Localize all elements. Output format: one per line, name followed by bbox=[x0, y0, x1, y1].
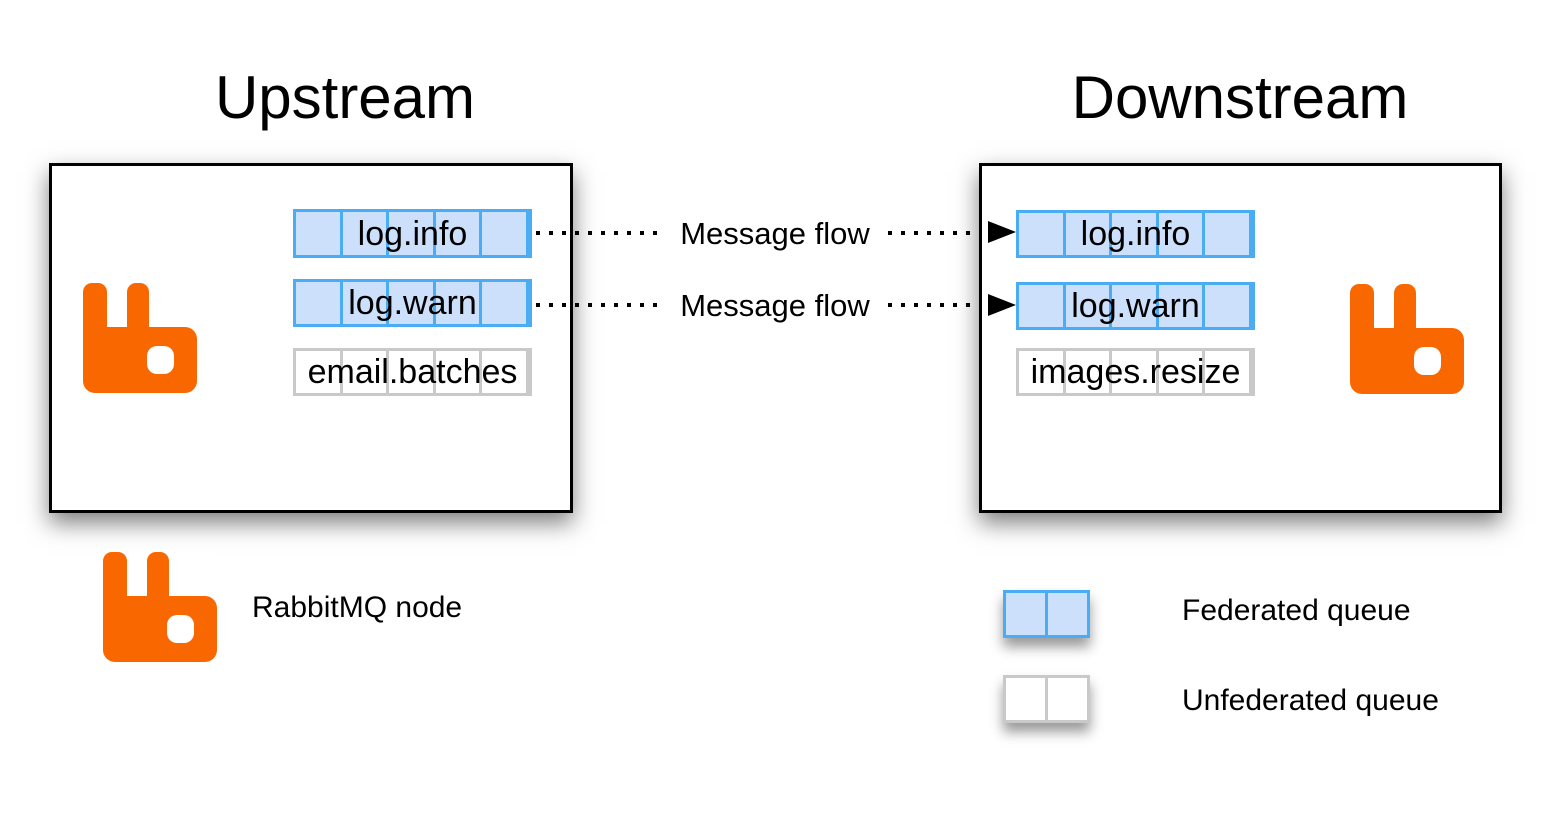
upstream-title: Upstream bbox=[214, 64, 476, 131]
queue-cell bbox=[343, 212, 390, 255]
legend-federated-label: Federated queue bbox=[1182, 594, 1411, 627]
message-flow-label: Message flow bbox=[680, 288, 870, 323]
queue-cell bbox=[1159, 285, 1206, 327]
queue-cell bbox=[1159, 213, 1206, 255]
queue-upstream-email-batches: email.batches bbox=[293, 348, 532, 396]
queue-cell bbox=[436, 212, 483, 255]
queue-upstream-log-warn: log.warn bbox=[293, 279, 532, 327]
queue-cell bbox=[436, 351, 483, 393]
queue-downstream-log-info: log.info bbox=[1016, 210, 1255, 258]
message-flow-label: Message flow bbox=[680, 216, 870, 251]
queue-cell bbox=[1066, 351, 1113, 393]
queue-cell bbox=[389, 351, 436, 393]
legend-rabbitmq-node-label: RabbitMQ node bbox=[252, 591, 463, 624]
message-flow-dotted-line bbox=[888, 231, 976, 235]
queue-cell bbox=[1205, 285, 1252, 327]
queue-cell bbox=[1112, 213, 1159, 255]
queue-label: images.resize bbox=[1030, 353, 1241, 391]
message-flow-dotted-line bbox=[888, 303, 976, 307]
queue-cell bbox=[436, 282, 483, 324]
queue-downstream-log-warn: log.warn bbox=[1016, 282, 1255, 330]
queue-cell bbox=[1048, 678, 1087, 720]
queue-cell bbox=[1066, 285, 1113, 327]
queue-label: log.info bbox=[357, 214, 468, 253]
queue-upstream-log-info: log.info bbox=[293, 209, 532, 258]
queue-cell bbox=[1006, 593, 1048, 635]
downstream-title: Downstream bbox=[1071, 64, 1409, 131]
message-flow-dotted-line bbox=[536, 303, 659, 307]
queue-cell bbox=[343, 282, 390, 324]
queue-cell bbox=[343, 351, 390, 393]
queue-cell bbox=[1112, 285, 1159, 327]
queue-cell bbox=[1019, 213, 1066, 255]
legend-unfederated-label: Unfederated queue bbox=[1182, 684, 1439, 717]
arrowhead-icon bbox=[988, 294, 1016, 316]
queue-cell bbox=[1019, 351, 1066, 393]
queue-cell bbox=[1019, 285, 1066, 327]
queue-cell bbox=[1006, 678, 1048, 720]
queue-label: log.warn bbox=[1071, 287, 1200, 325]
queue-label: email.batches bbox=[307, 353, 518, 391]
queue-label: log.warn bbox=[348, 284, 477, 322]
queue-cell bbox=[389, 212, 436, 255]
message-flow-dotted-line bbox=[536, 231, 661, 235]
arrowhead-icon bbox=[988, 221, 1016, 243]
queue-cell bbox=[389, 282, 436, 324]
queue-cell bbox=[296, 282, 343, 324]
legend-unfederated-swatch bbox=[1003, 675, 1090, 723]
rabbitmq-logo-icon bbox=[103, 552, 217, 662]
queue-cell bbox=[1112, 351, 1159, 393]
queue-cell bbox=[1205, 213, 1252, 255]
rabbitmq-logo-icon bbox=[1350, 284, 1464, 394]
queue-cell bbox=[482, 282, 529, 324]
queue-downstream-images-resize: images.resize bbox=[1016, 348, 1255, 396]
queue-cell bbox=[482, 212, 529, 255]
queue-cell bbox=[296, 351, 343, 393]
legend-federated-swatch bbox=[1003, 590, 1090, 638]
queue-label: log.info bbox=[1080, 215, 1191, 253]
queue-cell bbox=[296, 212, 343, 255]
queue-cell bbox=[1205, 351, 1252, 393]
queue-cell bbox=[1159, 351, 1206, 393]
queue-cell bbox=[1048, 593, 1087, 635]
rabbitmq-logo-icon bbox=[83, 283, 197, 393]
queue-cell bbox=[482, 351, 529, 393]
queue-cell bbox=[1066, 213, 1113, 255]
